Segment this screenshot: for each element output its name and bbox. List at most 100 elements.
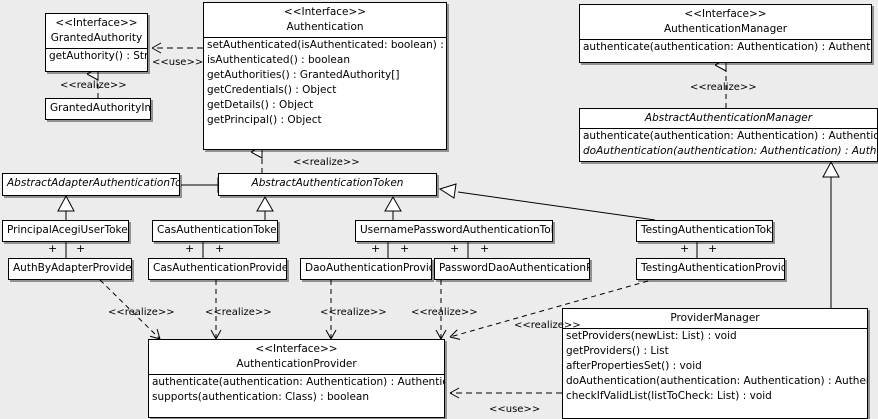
uml-class-principal-acegi-user-token[interactable]: PrincipalAcegiUserToken [2, 220, 129, 242]
association-marker-plus-userpass-token-3: + [450, 242, 460, 255]
edge-label-realize-authentication-manager: <<realize>> [690, 82, 757, 93]
uml-class-authentication[interactable]: <<Interface>> Authentication setAuthentica… [203, 2, 447, 150]
class-header: <<Interface>> GrantedAuthority [46, 14, 147, 48]
class-name: GrantedAuthority [50, 32, 143, 44]
class-name: UsernamePasswordAuthenticationToken [360, 224, 553, 236]
association-marker-plus-cas-token-right: + [215, 242, 225, 255]
class-members: getAuthority() : String [46, 49, 147, 64]
edge-label-use-granted-authority: <<use>> [152, 57, 204, 68]
uml-class-password-dao-authentication-provider[interactable]: PasswordDaoAuthenticationProvider [434, 258, 590, 280]
class-header: UsernamePasswordAuthenticationToken [356, 221, 552, 240]
uml-class-abstract-authentication-token[interactable]: AbstractAuthenticationToken [218, 173, 437, 196]
class-name: DaoAuthenticationProvider [305, 262, 431, 274]
edge-label-realize-password-dao-provider: <<realize>> [411, 307, 478, 318]
compartment-divider [580, 39, 871, 40]
association-marker-plus-testing-token-right: + [708, 242, 718, 255]
class-header: PrincipalAcegiUserToken [3, 221, 128, 240]
class-member: getProviders() : List [566, 345, 669, 357]
class-member: getDetails() : Object [207, 99, 314, 111]
class-name: TestingAuthenticationProvider [641, 262, 785, 274]
class-member: checkIfValidList(listToCheck: List) : vo… [566, 390, 772, 402]
uml-class-testing-authentication-provider[interactable]: TestingAuthenticationProvider [636, 258, 785, 280]
edge-label-realize-dao-provider: <<realize>> [320, 307, 387, 318]
class-header: CasAuthenticationToken [153, 221, 277, 240]
edge-generalize-userpass-token [384, 195, 402, 220]
edge-generalize-testing-token [438, 183, 656, 221]
class-name: CasAuthenticationProvider [153, 262, 287, 274]
class-members: authenticate(authentication: Authenticat… [580, 40, 871, 55]
class-name: PasswordDaoAuthenticationProvider [439, 262, 589, 274]
class-stereotype: <<Interface>> [684, 8, 767, 20]
uml-class-granted-authority-impl[interactable]: GrantedAuthorityImpl [45, 98, 151, 120]
compartment-divider [204, 37, 446, 38]
association-marker-plus-principal-token-right: + [76, 242, 86, 255]
edge-label-realize-auth-by-adapter: <<realize>> [108, 307, 175, 318]
uml-class-username-password-authentication-token[interactable]: UsernamePasswordAuthenticationToken [355, 220, 553, 242]
uml-class-auth-by-adapter-provider[interactable]: AuthByAdapterProvider [8, 258, 132, 280]
association-marker-plus-userpass-token-2: + [400, 242, 410, 255]
class-member: setProviders(newList: List) : void [566, 330, 737, 342]
uml-class-cas-authentication-provider[interactable]: CasAuthenticationProvider [148, 258, 287, 280]
edge-generalize-principal-token [57, 194, 75, 220]
class-member: isAuthenticated() : boolean [207, 54, 350, 66]
class-name: AbstractAdapterAuthenticationToken [7, 177, 179, 189]
class-member: setAuthenticated(isAuthenticated: boolea… [207, 39, 447, 51]
association-marker-plus-testing-token-left: + [680, 242, 690, 255]
class-stereotype: <<Interface>> [255, 343, 338, 355]
class-stereotype: <<Interface>> [55, 17, 138, 29]
class-name: CasAuthenticationToken [157, 224, 278, 236]
class-name: ProviderManager [670, 312, 760, 324]
class-name: TestingAuthenticationToken [641, 224, 773, 236]
edge-label-realize-cas-provider: <<realize>> [205, 307, 272, 318]
edge-label-realize-authentication: <<realize>> [293, 157, 360, 168]
uml-class-cas-authentication-token[interactable]: CasAuthenticationToken [152, 220, 278, 242]
uml-class-dao-authentication-provider[interactable]: DaoAuthenticationProvider [300, 258, 432, 280]
class-member: getAuthorities() : GrantedAuthority[] [207, 69, 400, 81]
association-marker-plus-userpass-token-4: + [480, 242, 490, 255]
class-members: setAuthenticated(isAuthenticated: boolea… [204, 38, 446, 128]
class-member: doAuthentication(authentication: Authent… [583, 145, 877, 157]
class-name: AbstractAuthenticationManager [644, 112, 813, 124]
uml-class-abstract-authentication-manager[interactable]: AbstractAuthenticationManager authenticat… [579, 108, 878, 162]
class-header: AbstractAuthenticationManager [580, 109, 877, 128]
class-name: AbstractAuthenticationToken [251, 177, 404, 189]
uml-class-authentication-provider[interactable]: <<Interface>>AuthenticationProvider authe… [148, 339, 445, 418]
class-header: GrantedAuthorityImpl [46, 99, 150, 118]
compartment-divider [563, 328, 867, 329]
uml-class-abstract-adapter-authentication-token[interactable]: AbstractAdapterAuthenticationToken [2, 173, 180, 196]
class-member: supports(authentication: Class) : boolea… [152, 391, 369, 403]
edge-label-realize-testing-provider: <<realize>> [514, 320, 581, 331]
class-header: AbstractAuthenticationToken [219, 174, 436, 193]
class-name: Authentication [286, 21, 364, 33]
class-members: setProviders(newList: List) : void getPro… [563, 329, 867, 404]
uml-class-provider-manager[interactable]: ProviderManager setProviders(newList: Lis… [562, 308, 868, 419]
class-header: TestingAuthenticationToken [637, 221, 772, 240]
class-header: CasAuthenticationProvider [149, 259, 286, 278]
compartment-divider [580, 128, 877, 129]
edge-label-use-provider-manager: <<use>> [489, 404, 541, 415]
edge-label-realize-granted-authority-impl: <<realize>> [60, 80, 127, 91]
compartment-divider [46, 48, 147, 49]
class-stereotype: <<Interface>> [283, 6, 367, 18]
uml-class-granted-authority[interactable]: <<Interface>> GrantedAuthority getAuthorit… [45, 13, 148, 72]
class-header: ProviderManager [563, 309, 867, 328]
class-header: TestingAuthenticationProvider [637, 259, 784, 278]
class-header: <<Interface>>AuthenticationManager [580, 5, 871, 39]
class-name: GrantedAuthorityImpl [50, 102, 150, 114]
class-member: getCredentials() : Object [207, 84, 337, 96]
compartment-divider [149, 374, 444, 375]
class-member: afterPropertiesSet() : void [566, 360, 702, 372]
class-header: <<Interface>> Authentication [204, 3, 446, 37]
class-members: authenticate(authentication: Authenticat… [580, 129, 877, 159]
association-marker-plus-userpass-token-1: + [371, 242, 381, 255]
association-marker-plus-principal-token-left: + [48, 242, 58, 255]
class-member: authenticate(authentication: Authenticat… [152, 376, 445, 388]
class-header: AuthByAdapterProvider [9, 259, 131, 278]
edge-generalize-cas-token [256, 195, 274, 220]
class-members: authenticate(authentication: Authenticat… [149, 375, 444, 405]
uml-class-testing-authentication-token[interactable]: TestingAuthenticationToken [636, 220, 773, 242]
class-name: PrincipalAcegiUserToken [7, 224, 129, 236]
class-header: <<Interface>>AuthenticationProvider [149, 340, 444, 374]
